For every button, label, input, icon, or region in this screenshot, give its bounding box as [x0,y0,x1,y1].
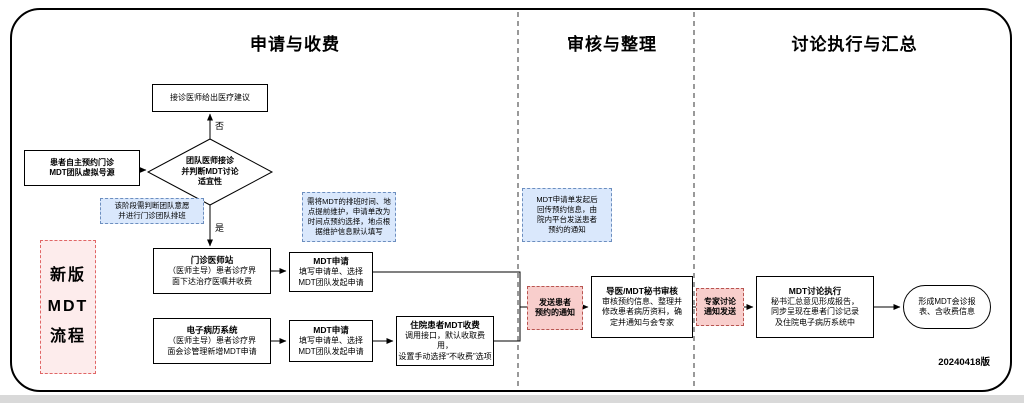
node-clinic-station-title: 门诊医师站 [190,255,234,266]
node-emr-system-title: 电子病历系统 [186,325,238,336]
node-secretary-review-body: 审核预约信息、整理并 修改患者病历资料，确 定并通知与会专家 [602,296,682,327]
side-label-new-mdt-flow: 新版 MDT 流程 [40,240,96,374]
page-background-strip [0,395,1024,403]
node-emr-system-body: （医师主导）患者诊疗界 面会诊管理新增MDT申请 [167,336,257,356]
note-booking-feedback: MDT申请单发起后 回传预约信息，由 院内平台发送患者 预约的通知 [522,188,612,242]
branch-label-no: 否 [215,121,225,131]
node-mdt-execution-body: 秘书汇总意见形成报告， 同步呈现在患者门诊记录 及住院电子病历系统中 [771,296,859,327]
node-expert-notify-text: 专家讨论 通知发送 [704,296,736,316]
node-mdt-execution-title: MDT讨论执行 [788,285,842,296]
branch-label-yes: 是 [215,223,225,233]
node-mdt-apply-2-title: MDT申请 [313,325,349,336]
connector-fee-merge [494,307,521,342]
section-title-apply: 申请与收费 [250,35,340,54]
node-emr-system: 电子病历系统 （医师主导）患者诊疗界 面会诊管理新增MDT申请 [153,318,271,364]
node-mdt-apply-1: MDT申请 填写申请单、选择 MDT团队发起申请 [289,252,373,292]
node-inpatient-fee-body: 调用接口，默认收取费用， 设置手动选择“不收费”选项 [398,330,492,361]
node-clinic-station: 门诊医师站 （医师主导）患者诊疗界 面下达治疗医嘱并收费 [153,248,271,294]
node-notify-patient-text: 发送患者 预约的通知 [535,297,575,317]
version-label: 20240418版 [938,357,990,368]
decision-label-text: 团队医师接诊 并判断MDT讨论 适宜性 [181,156,239,187]
connector-apply1-merge [373,271,521,307]
node-inpatient-fee-title: 住院患者MDT收费 [410,319,480,330]
node-secretary-review: 导医/MDT秘书审核 审核预约信息、整理并 修改患者病历资料，确 定并通知与会专… [591,276,693,338]
node-mdt-apply-1-body: 填写申请单、选择 MDT团队发起申请 [298,267,364,287]
node-patient-booking: 患者自主预约门诊 MDT团队虚拟号源 [24,150,140,186]
section-title-review: 审核与整理 [567,35,657,54]
decision-label: 团队医师接诊 并判断MDT讨论 适宜性 [150,147,270,197]
note-team-schedule: 该阶段需判断团队意愿 并进行门诊团队排班 [100,198,204,224]
node-mdt-report-text: 形成MDT会诊报 表、含收费信息 [918,296,976,316]
node-doctor-advice: 接诊医师给出医疗建议 [152,84,268,112]
node-inpatient-fee: 住院患者MDT收费 调用接口，默认收取费用， 设置手动选择“不收费”选项 [396,316,494,366]
node-secretary-review-title: 导医/MDT秘书审核 [606,285,678,296]
node-mdt-apply-2: MDT申请 填写申请单、选择 MDT团队发起申请 [289,320,373,362]
node-mdt-apply-1-title: MDT申请 [313,256,349,267]
node-clinic-station-body: （医师主导）患者诊疗界 面下达治疗医嘱并收费 [168,266,256,286]
node-mdt-report: 形成MDT会诊报 表、含收费信息 [903,285,991,329]
section-title-summary: 讨论执行与汇总 [791,35,918,54]
node-mdt-execution: MDT讨论执行 秘书汇总意见形成报告， 同步呈现在患者门诊记录 及住院电子病历系… [756,276,874,338]
node-mdt-apply-2-body: 填写申请单、选择 MDT团队发起申请 [298,336,364,356]
node-doctor-advice-text: 接诊医师给出医疗建议 [170,92,250,102]
node-notify-patient: 发送患者 预约的通知 [527,286,583,330]
node-expert-notify: 专家讨论 通知发送 [696,288,744,326]
node-patient-booking-text: 患者自主预约门诊 MDT团队虚拟号源 [49,157,115,177]
diagram-frame [10,8,1012,392]
note-mdt-maintenance: 需将MDT的排班时间、地 点提前维护，申请单改为 时间点预约选择，地点根 据维护… [302,192,396,242]
